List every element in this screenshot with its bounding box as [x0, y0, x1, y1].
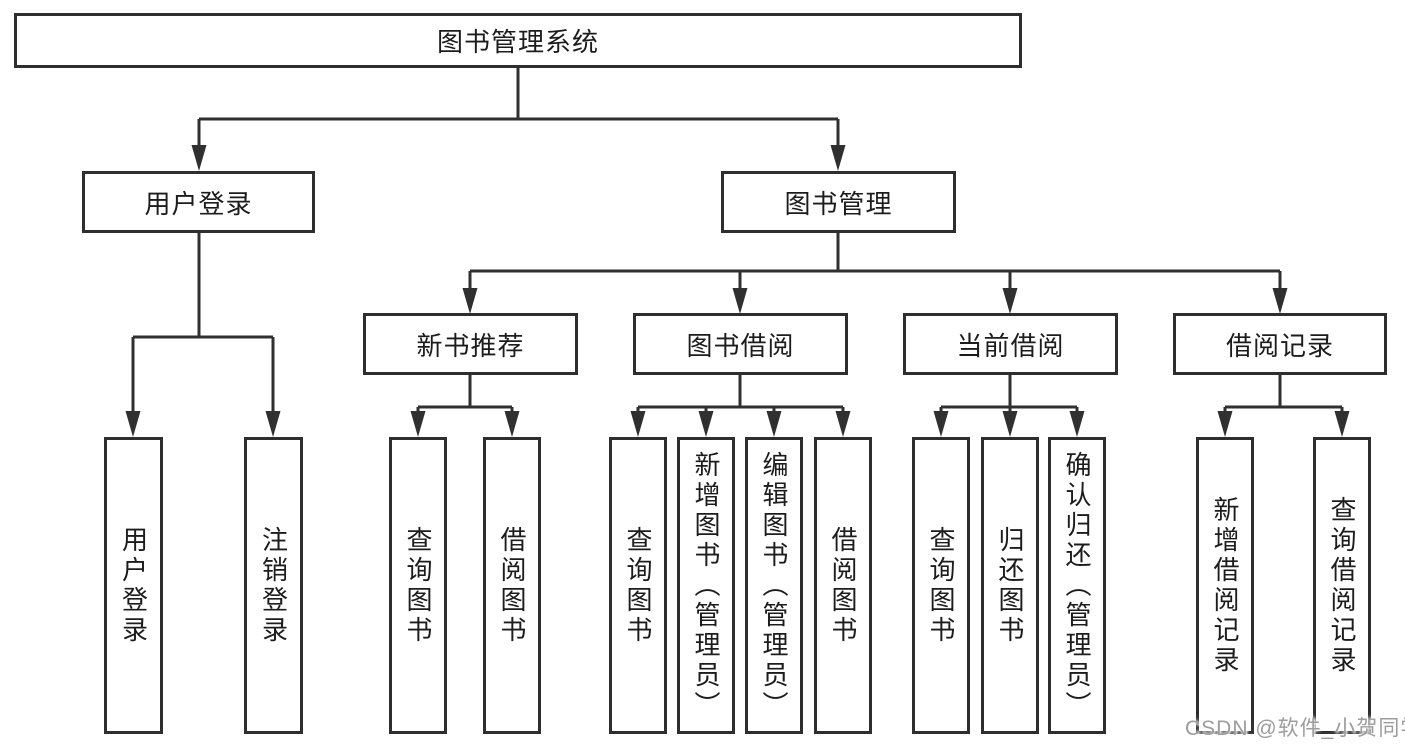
leaf-borrow-books-recommend: 借阅图书 [483, 437, 541, 734]
node-new-book-recommend: 新书推荐 [363, 313, 578, 375]
leaf-borrow-books: 借阅图书 [814, 437, 872, 734]
leaf-user-login: 用户登录 [104, 437, 163, 734]
arrowheads [125, 145, 1350, 437]
node-borrow-records: 借阅记录 [1173, 313, 1387, 375]
leaf-query-books-current: 查询图书 [912, 437, 970, 734]
leaf-logout: 注销登录 [244, 437, 303, 734]
leaf-add-borrow-record: 新增借阅记录 [1196, 437, 1254, 734]
csdn-watermark: CSDN @软件_小贺同学 [1185, 717, 1405, 740]
leaf-query-borrow-record: 查询借阅记录 [1313, 437, 1371, 734]
node-book-management: 图书管理 [721, 171, 956, 233]
leaf-add-book-admin: 新增图书（管理员） [677, 437, 735, 734]
leaf-query-books-borrow: 查询图书 [609, 437, 667, 734]
leaf-query-books-recommend: 查询图书 [389, 437, 447, 734]
leaf-edit-book-admin: 编辑图书（管理员） [745, 437, 803, 734]
leaf-return-book: 归还图书 [981, 437, 1039, 734]
node-root: 图书管理系统 [14, 13, 1022, 68]
node-current-borrow: 当前借阅 [903, 313, 1118, 375]
node-user-login: 用户登录 [82, 171, 315, 233]
leaf-confirm-return-admin: 确认归还（管理员） [1048, 437, 1106, 734]
node-book-borrow: 图书借阅 [633, 313, 848, 375]
